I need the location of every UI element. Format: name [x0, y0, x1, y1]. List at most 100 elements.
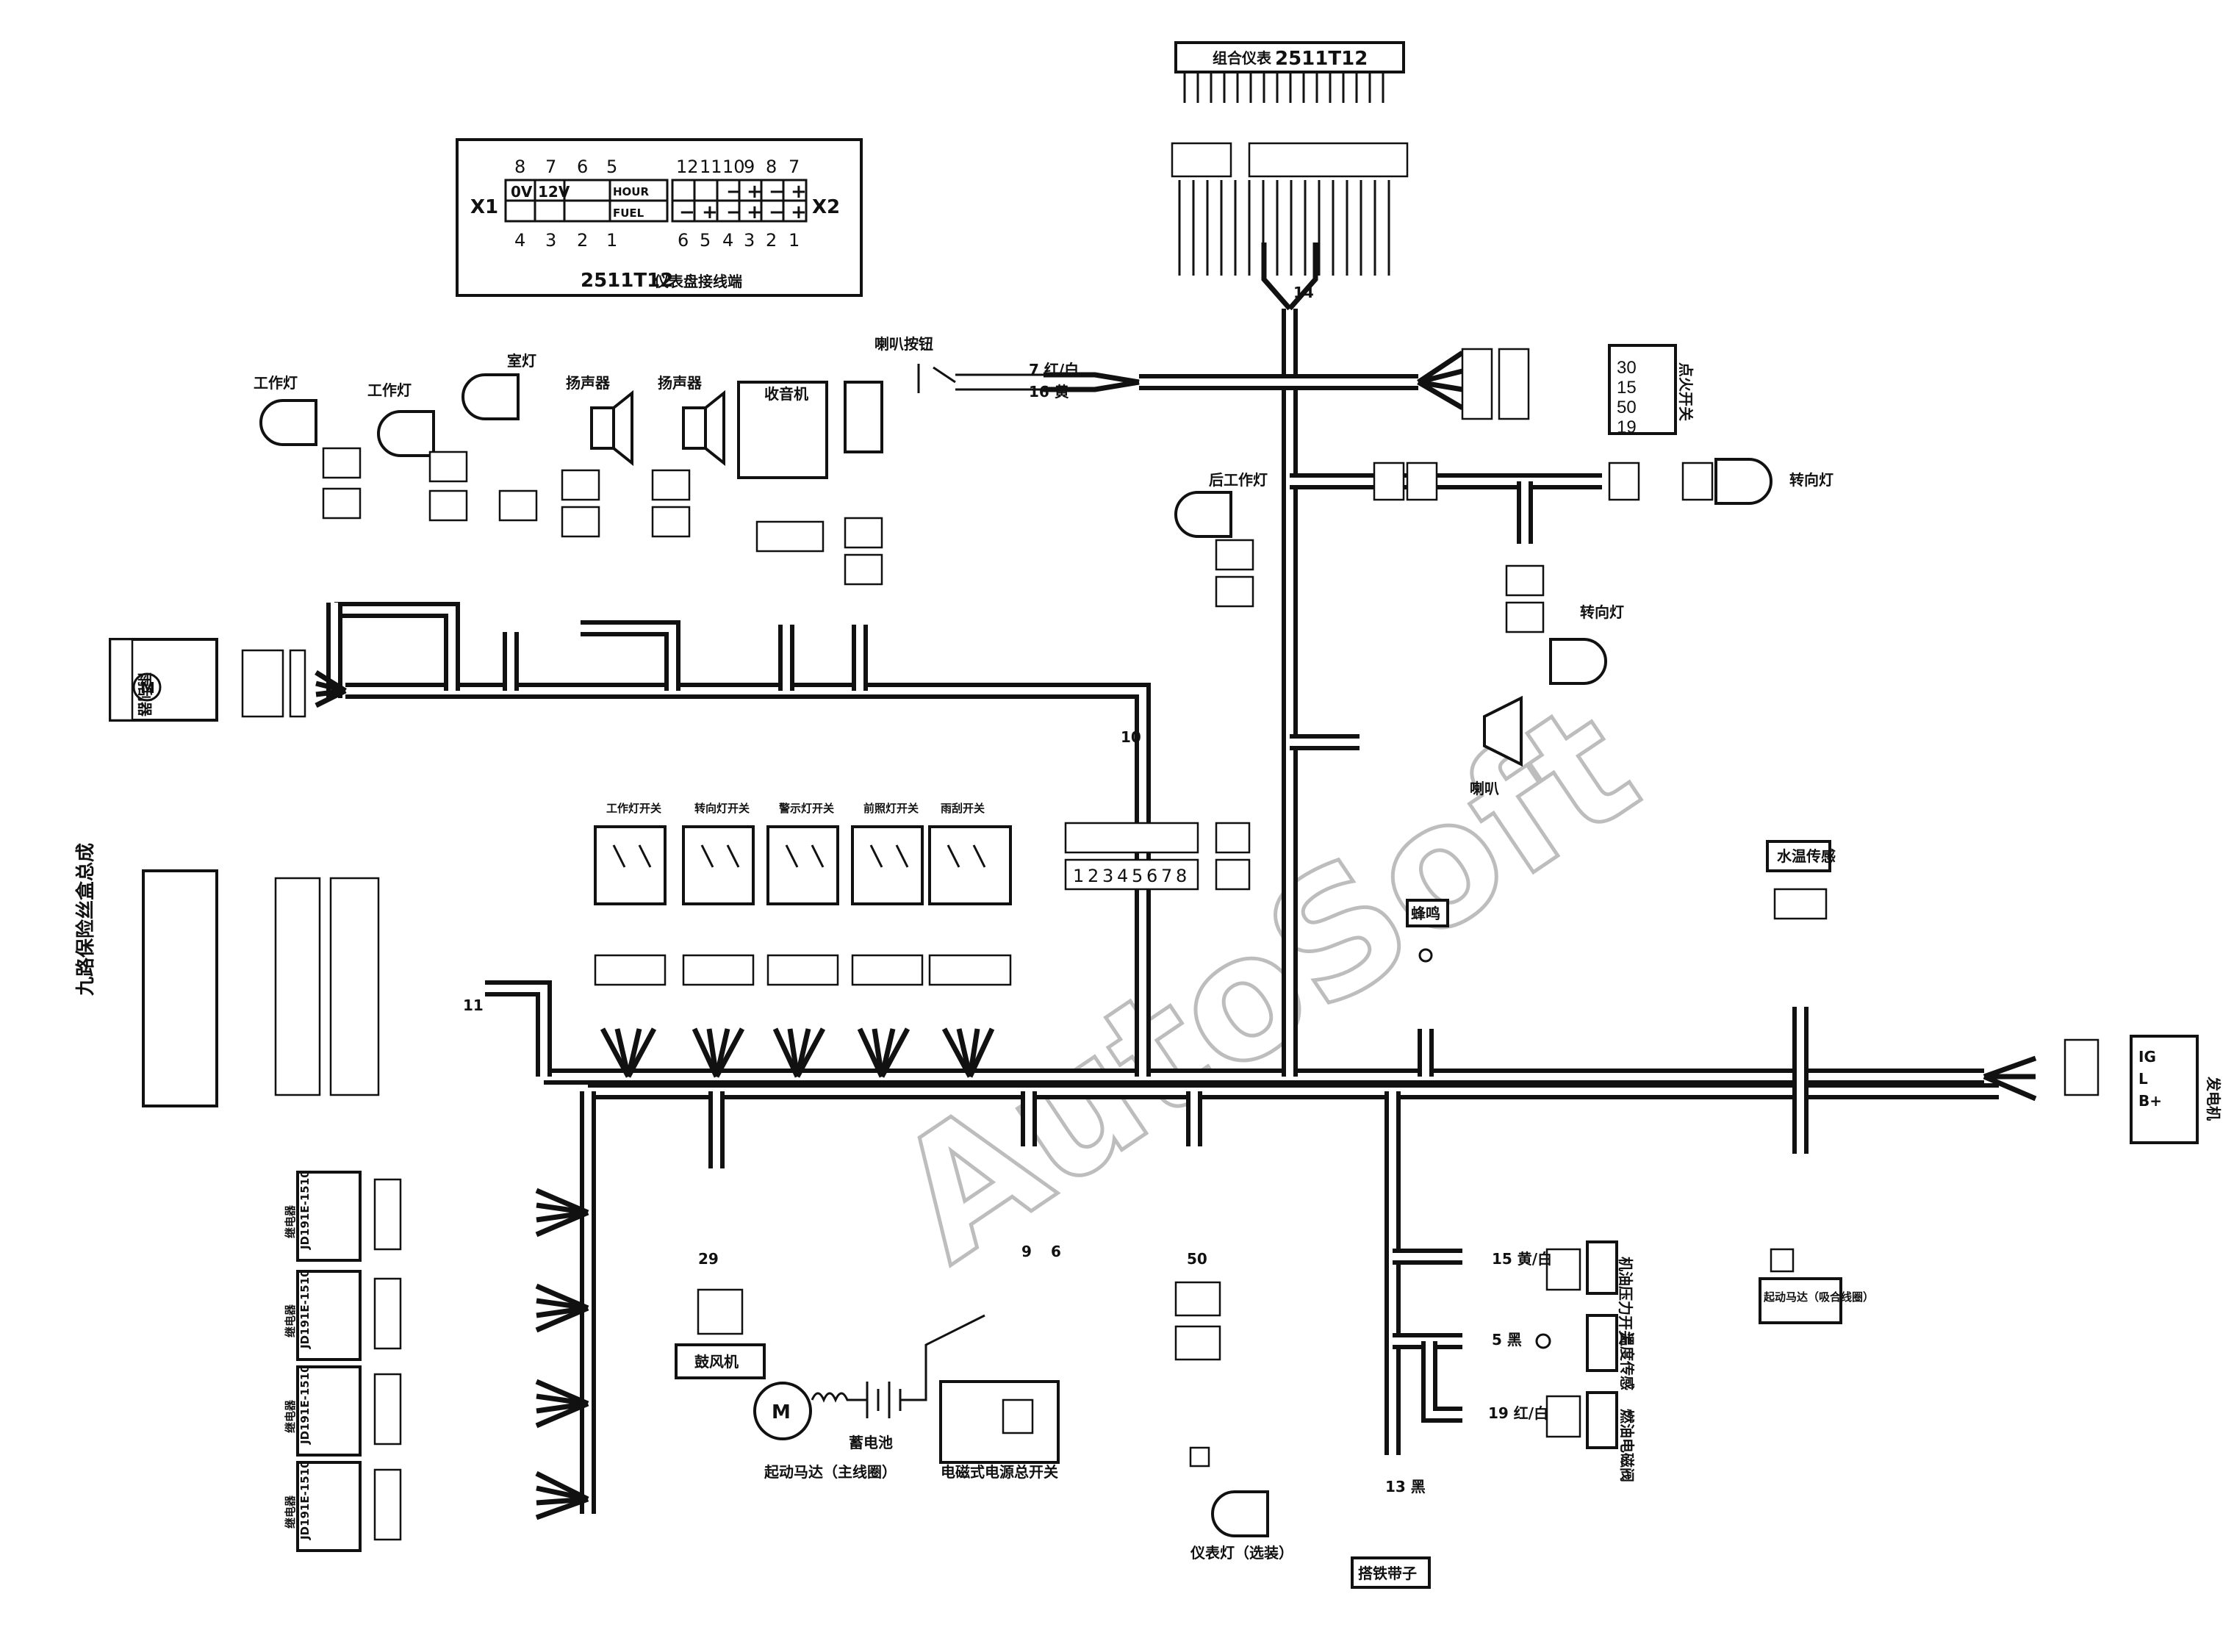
- svg-text:IG: IG: [2138, 1048, 2156, 1066]
- svg-text:机油压力开关: 机油压力开关: [1617, 1257, 1634, 1345]
- svg-text:2: 2: [1088, 866, 1099, 886]
- work-lamp-2: 工作灯: [367, 381, 468, 522]
- turn-lamp-1: 转向灯: [1373, 458, 1833, 505]
- x1-label: X1: [470, 196, 498, 218]
- x1-bottom-pins: 4 3 2 1: [514, 230, 617, 251]
- fuel-solenoid: 燃油电磁阀 19 红/白: [1488, 1391, 1636, 1482]
- svg-text:6: 6: [1146, 866, 1157, 886]
- svg-text:7: 7: [789, 157, 800, 177]
- svg-text:JD191E-1510: JD191E-1510: [298, 1269, 312, 1349]
- svg-text:9: 9: [1021, 1243, 1032, 1260]
- switch-row: 工作灯开关 转向灯开关 警示灯开关 前照灯开关雨刮开关: [594, 802, 1012, 986]
- x1-cell-0v: 0V: [511, 183, 533, 201]
- horn: 喇叭: [1470, 695, 1523, 797]
- svg-text:−: −: [726, 181, 742, 203]
- switch-label-2: 转向灯开关: [694, 802, 750, 815]
- radio-connector: [844, 381, 883, 586]
- svg-text:搭铁带子: 搭铁带子: [1358, 1565, 1417, 1582]
- svg-text:工作灯: 工作灯: [254, 374, 298, 392]
- svg-text:19: 19: [1617, 417, 1637, 437]
- panel-caption: 仪表盘接线端: [653, 273, 742, 290]
- svg-text:13 黑: 13 黑: [1385, 1478, 1426, 1495]
- svg-text:8: 8: [514, 157, 525, 177]
- switch-5: 雨刮开关: [928, 802, 1012, 986]
- switch-3: 警示灯开关: [766, 802, 839, 986]
- svg-text:1: 1: [606, 230, 617, 251]
- svg-text:九路保险丝盒总成: 九路保险丝盒总成: [74, 843, 97, 996]
- speaker-2: 扬声器: [651, 374, 725, 538]
- svg-text:30: 30: [1617, 358, 1637, 378]
- svg-text:12: 12: [676, 157, 699, 177]
- svg-text:+: +: [747, 181, 763, 203]
- ceiling-lamp: 室灯: [461, 352, 538, 522]
- svg-text:喇叭: 喇叭: [1470, 780, 1499, 797]
- x2-bottom-pins: 6 5 4 3 2 1: [678, 230, 800, 251]
- svg-text:5: 5: [1132, 866, 1143, 886]
- svg-text:8: 8: [1176, 866, 1187, 886]
- svg-text:10: 10: [722, 157, 745, 177]
- svg-text:2: 2: [577, 230, 588, 251]
- svg-text:+: +: [702, 201, 718, 223]
- svg-text:温度传感: 温度传感: [1618, 1332, 1636, 1390]
- switch-label-1: 工作灯开关: [606, 802, 661, 815]
- svg-text:蓄电池: 蓄电池: [849, 1434, 893, 1451]
- svg-text:3: 3: [1102, 866, 1113, 886]
- speaker-1: 扬声器: [561, 374, 633, 538]
- svg-text:4: 4: [1117, 866, 1128, 886]
- switch-label-4: 前照灯开关: [863, 802, 919, 815]
- work-lamp-1: 工作灯: [254, 374, 362, 520]
- svg-text:6: 6: [577, 157, 588, 177]
- svg-text:19 红/白: 19 红/白: [1488, 1404, 1548, 1422]
- harness: [326, 309, 1999, 1514]
- svg-text:+: +: [791, 201, 807, 223]
- svg-text:7: 7: [545, 157, 556, 177]
- svg-text:喇叭按钮: 喇叭按钮: [874, 335, 933, 353]
- instrument-cluster: 组合仪表 2511T12 14: [1171, 41, 1409, 301]
- svg-text:雨刮器: 雨刮器: [136, 672, 154, 717]
- svg-text:9: 9: [744, 157, 755, 177]
- svg-text:6: 6: [1051, 1243, 1061, 1260]
- x2-top-pins: 12 11 10 9 8 7: [676, 157, 800, 177]
- panel-part: 2511T12: [581, 270, 673, 292]
- svg-text:M: M: [140, 679, 155, 697]
- svg-text:50: 50: [1617, 398, 1637, 417]
- svg-text:JD191E-1510: JD191E-1510: [298, 1460, 312, 1540]
- svg-text:燃油电磁阀: 燃油电磁阀: [1618, 1409, 1636, 1482]
- x1-top-pins: 8 7 6 5: [514, 157, 617, 177]
- x1-cell-hour: HOUR: [613, 185, 649, 198]
- svg-text:收音机: 收音机: [764, 385, 808, 403]
- buzzer: 蜂鸣: [1406, 899, 1449, 963]
- starter-solenoid: 起动马达（吸合线圈）: [1759, 1248, 1874, 1324]
- svg-text:4: 4: [514, 230, 525, 251]
- svg-text:5: 5: [700, 230, 711, 251]
- water-temp-sensor: 水温传感: [1766, 840, 1836, 920]
- svg-text:扬声器: 扬声器: [658, 374, 703, 392]
- switch-2: 转向灯开关: [682, 802, 755, 986]
- svg-text:仪表灯（选装）: 仪表灯（选装）: [1190, 1544, 1293, 1562]
- svg-text:4: 4: [722, 230, 733, 251]
- svg-text:后工作灯: 后工作灯: [1209, 471, 1268, 489]
- svg-text:2: 2: [766, 230, 777, 251]
- wiper-motor: 雨刮器 M: [109, 638, 306, 722]
- x1-cell-12v: 12V: [538, 183, 570, 201]
- svg-text:−: −: [769, 181, 785, 203]
- svg-text:−: −: [726, 201, 742, 223]
- svg-text:L: L: [2138, 1070, 2148, 1088]
- connector-panel: X1 X2 0V 12V HOUR FUEL 8 7 6 5 4 3 2 1: [456, 138, 863, 297]
- svg-text:3: 3: [744, 230, 755, 251]
- temp-sensor: 温度传感 5 黑: [1492, 1314, 1636, 1390]
- svg-text:JD191E-1510: JD191E-1510: [298, 1365, 312, 1445]
- switch-4: 前照灯开关: [851, 802, 924, 986]
- svg-text:继电器: 继电器: [284, 1399, 297, 1433]
- svg-text:11: 11: [700, 157, 722, 177]
- switch-1: 工作灯开关: [594, 802, 667, 986]
- svg-text:+: +: [747, 201, 763, 223]
- wire-10: 10: [1121, 728, 1141, 746]
- cluster-title: 组合仪表: [1213, 49, 1272, 67]
- svg-text:扬声器: 扬声器: [566, 374, 611, 392]
- starter-circuit: M 蓄电池 起动马达（主线圈） 电磁式电源总开关 9 6: [753, 1243, 1061, 1481]
